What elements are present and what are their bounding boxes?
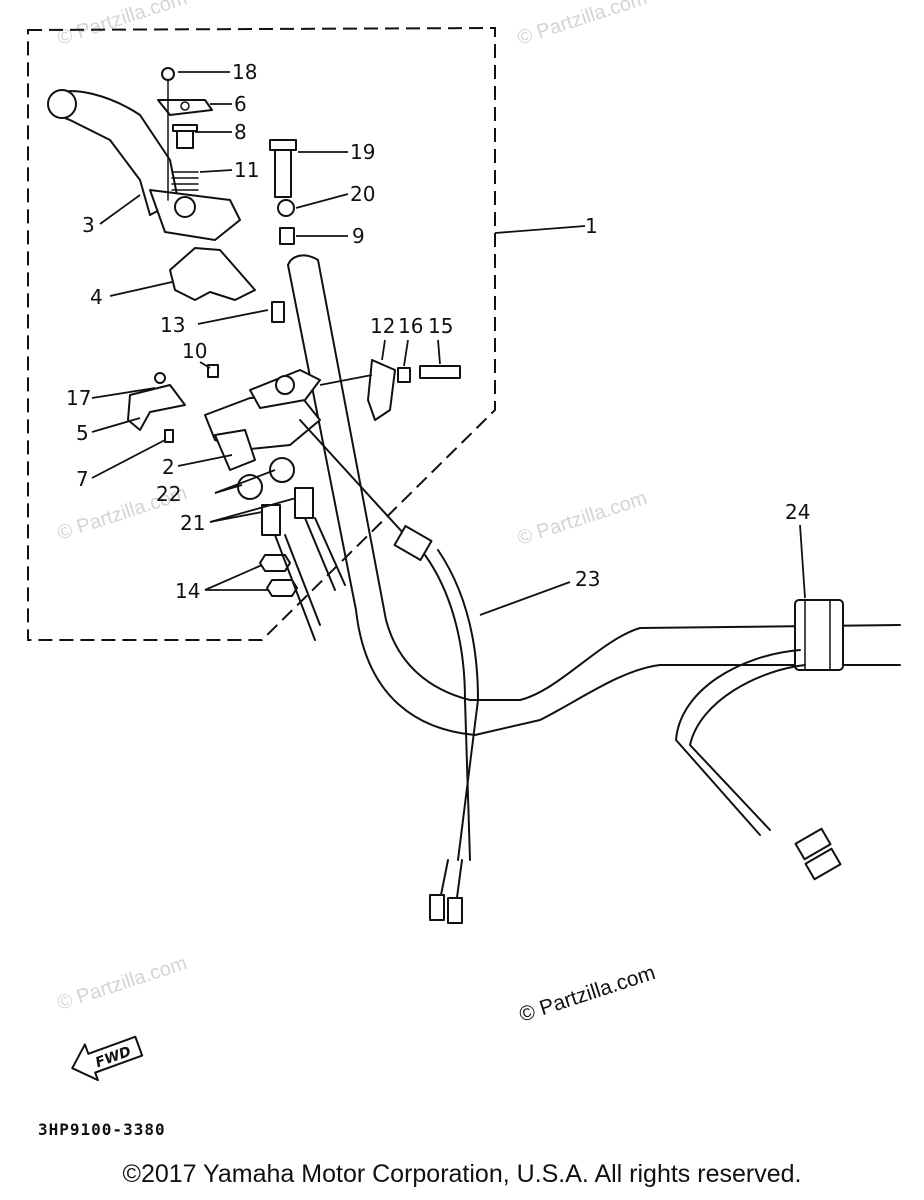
callout-15: 15 [428, 314, 453, 338]
clutch-lever [47, 89, 241, 241]
lever-bracket [169, 247, 256, 301]
callout-7: 7 [76, 467, 89, 491]
callout-14: 14 [175, 579, 200, 603]
callout-18: 18 [232, 60, 257, 84]
watermark-text: © Partzilla.com [515, 487, 650, 550]
callout-17: 17 [66, 386, 91, 410]
cable-adjusters [237, 457, 346, 641]
callout-20: 20 [350, 182, 375, 206]
cables [299, 419, 479, 924]
callout-22: 22 [156, 482, 181, 506]
handlebar [287, 254, 901, 736]
callout-5: 5 [76, 421, 89, 445]
callout-10: 10 [182, 339, 207, 363]
callout-21: 21 [180, 511, 205, 535]
handlebar-switch [675, 599, 844, 881]
callout-labels: 18 6 8 11 3 19 20 9 1 4 13 12 16 15 10 1… [66, 60, 810, 603]
leader-line [494, 225, 586, 234]
callout-16: 16 [398, 314, 423, 338]
callout-11: 11 [234, 158, 259, 182]
fwd-arrow-icon: FWD [71, 1035, 144, 1082]
callout-4: 4 [90, 285, 103, 309]
watermark-text: © Partzilla.com [516, 961, 658, 1027]
callout-24: 24 [785, 500, 810, 524]
callout-3: 3 [82, 213, 95, 237]
callout-19: 19 [350, 140, 375, 164]
assembly-boundary [27, 26, 496, 641]
callout-13: 13 [160, 313, 185, 337]
pivot-parts [157, 67, 213, 201]
callout-12: 12 [370, 314, 395, 338]
callout-2: 2 [162, 455, 175, 479]
callout-9: 9 [352, 224, 365, 248]
watermark-text: © Partzilla.com [515, 0, 650, 50]
part-number-code: 3HP9100-3380 [38, 1120, 166, 1139]
leader-lines [91, 71, 806, 616]
copyright-notice: ©2017 Yamaha Motor Corporation, U.S.A. A… [122, 1160, 802, 1188]
callout-1: 1 [585, 214, 598, 238]
lever-holder [127, 139, 461, 471]
callout-8: 8 [234, 120, 247, 144]
callout-6: 6 [234, 92, 247, 116]
callout-23: 23 [575, 567, 600, 591]
watermark-text: © Partzilla.com [55, 0, 190, 50]
watermark-text: © Partzilla.com [55, 952, 190, 1015]
